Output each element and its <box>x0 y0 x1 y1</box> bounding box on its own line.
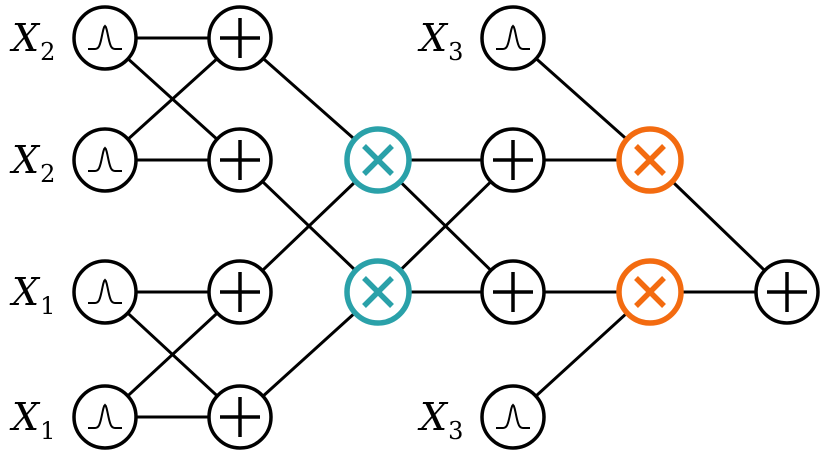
gaussian-node-circle <box>72 259 138 325</box>
plus-icon <box>493 272 533 312</box>
plus-icon <box>220 397 260 437</box>
gaussian-curve-icon <box>88 278 122 304</box>
times-icon <box>634 276 666 308</box>
product-node-prod1_2 <box>344 258 412 326</box>
gaussian-node-in_x1_a: X1 <box>9 259 138 325</box>
variable-label-subscript: 3 <box>448 38 463 66</box>
gaussian-curve-icon <box>88 24 122 50</box>
gaussian-node-in_x3_a: X3 <box>417 5 546 71</box>
variable-label: X3 <box>417 16 463 66</box>
gaussian-node-circle <box>72 127 138 193</box>
variable-label-base: X <box>417 16 449 60</box>
sum-node-root_sum <box>754 259 820 325</box>
sum-node-sum1_4 <box>207 384 273 450</box>
sum-node-sum2_1 <box>480 127 546 193</box>
gaussian-curve-icon <box>88 403 122 429</box>
gaussian-node-in_x2_a: X2 <box>9 5 138 71</box>
gaussian-curve-icon <box>496 403 530 429</box>
product-node-prod2_1 <box>616 126 684 194</box>
gaussian-node-in_x2_b: X2 <box>9 127 138 193</box>
gaussian-node-circle <box>480 384 546 450</box>
gaussian-node-in_x3_b: X3 <box>417 384 546 450</box>
variable-label: X2 <box>9 138 55 188</box>
sum-node-sum1_1 <box>207 5 273 71</box>
gaussian-node-circle <box>72 384 138 450</box>
variable-label-base: X <box>9 16 41 60</box>
sum-node-sum2_2 <box>480 259 546 325</box>
gaussian-node-circle <box>480 5 546 71</box>
variable-label: X3 <box>417 395 463 445</box>
variable-label-base: X <box>417 395 449 439</box>
variable-label-subscript: 1 <box>40 417 55 445</box>
times-icon <box>362 144 394 176</box>
variable-label: X2 <box>9 16 55 66</box>
variable-label: X1 <box>9 395 55 445</box>
plus-icon <box>220 18 260 58</box>
gaussian-node-in_x1_b: X1 <box>9 384 138 450</box>
sum-node-sum1_2 <box>207 127 273 193</box>
variable-label: X1 <box>9 270 55 320</box>
product-node-prod2_2 <box>616 258 684 326</box>
plus-icon <box>767 272 807 312</box>
variable-label-subscript: 2 <box>40 160 55 188</box>
times-icon <box>362 276 394 308</box>
gaussian-curve-icon <box>496 24 530 50</box>
edges-layer <box>103 36 789 419</box>
variable-label-subscript: 3 <box>448 417 463 445</box>
variable-label-base: X <box>9 395 41 439</box>
variable-label-base: X <box>9 138 41 182</box>
plus-icon <box>493 140 533 180</box>
plus-icon <box>220 140 260 180</box>
variable-label-base: X <box>9 270 41 314</box>
variable-label-subscript: 1 <box>40 292 55 320</box>
product-node-prod1_1 <box>344 126 412 194</box>
gaussian-node-circle <box>72 5 138 71</box>
variable-label-subscript: 2 <box>40 38 55 66</box>
gaussian-curve-icon <box>88 146 122 172</box>
plus-icon <box>220 272 260 312</box>
times-icon <box>634 144 666 176</box>
sum-node-sum1_3 <box>207 259 273 325</box>
